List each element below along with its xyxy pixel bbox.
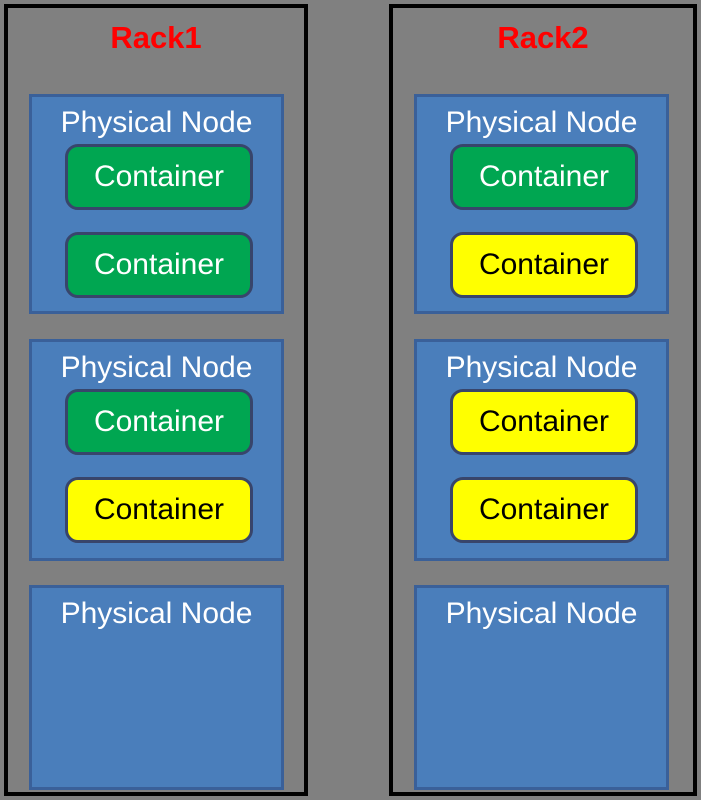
container-label: Container [478,405,610,438]
physical-node-label: Physical Node [60,106,253,139]
physical-node: Physical Node Container Container [29,94,284,314]
physical-node: Physical Node Container Container [414,339,669,561]
container-box: Container [450,144,638,210]
container-box: Container [450,232,638,298]
container-label: Container [478,248,610,281]
physical-node: Physical Node [29,585,284,790]
container-label: Container [478,160,610,193]
container-box: Container [65,144,253,210]
rack-title: Rack2 [497,20,589,55]
physical-node: Physical Node Container Container [29,339,284,561]
container-label: Container [93,493,225,526]
physical-node-label: Physical Node [60,351,253,384]
container-box: Container [65,389,253,455]
container-box: Container [450,389,638,455]
physical-node: Physical Node Container Container [414,94,669,314]
rack-title: Rack1 [110,20,202,55]
container-box: Container [450,477,638,543]
container-label: Container [93,405,225,438]
container-label: Container [478,493,610,526]
physical-node-label: Physical Node [445,351,638,384]
container-box: Container [65,232,253,298]
physical-node: Physical Node [414,585,669,790]
container-label: Container [93,248,225,281]
rack-rack2: Rack2 Physical Node Container Container … [389,4,697,796]
physical-node-label: Physical Node [445,597,638,630]
physical-node-label: Physical Node [445,106,638,139]
physical-node-label: Physical Node [60,597,253,630]
container-box: Container [65,477,253,543]
container-label: Container [93,160,225,193]
rack-rack1: Rack1 Physical Node Container Container … [4,4,308,796]
